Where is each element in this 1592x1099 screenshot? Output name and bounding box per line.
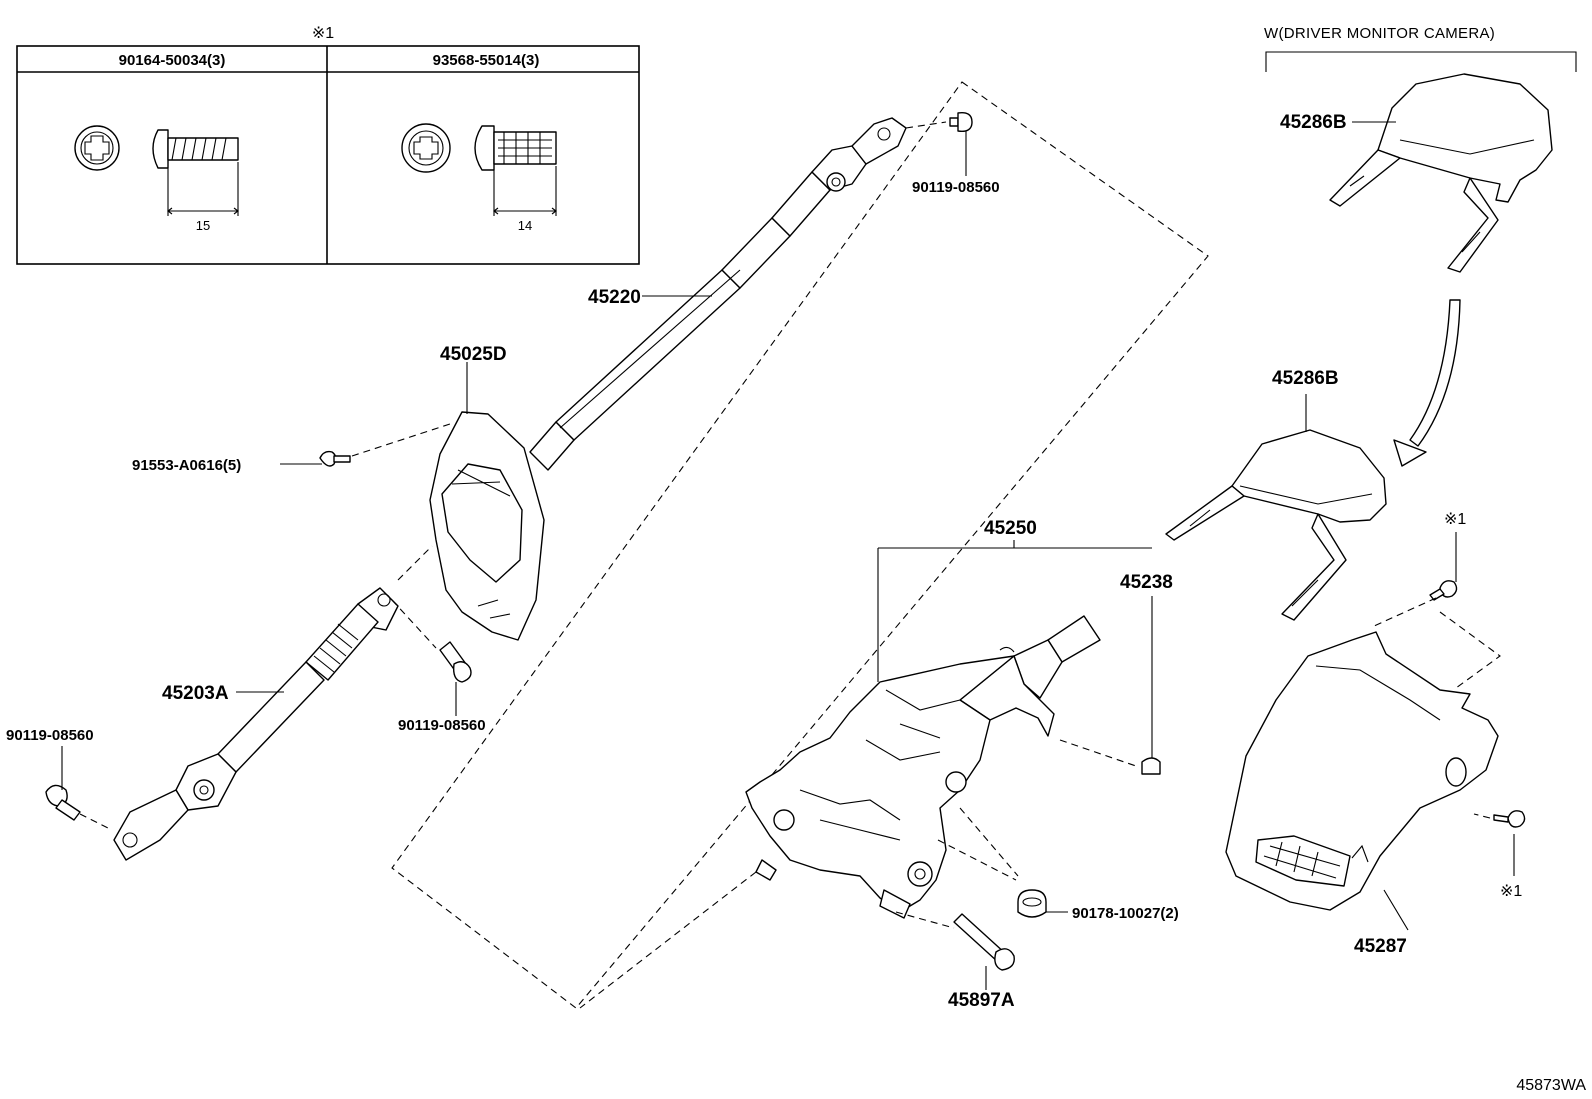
label-90119-08560-top: 90119-08560: [912, 179, 1000, 196]
diagram-code: 45873WA: [1516, 1077, 1586, 1094]
leader-dashed-left-bolt: [79, 813, 113, 831]
note-symbol-upper: ※1: [1444, 511, 1466, 528]
label-45025D: 45025D: [440, 344, 507, 365]
label-45287: 45287: [1354, 936, 1407, 957]
bolt-left: [45, 784, 81, 821]
intermediate-shaft-upper: [529, 117, 907, 471]
leader-dashed-top-bolt: [905, 121, 947, 129]
label-45286B-mid: 45286B: [1272, 368, 1339, 389]
fastener-table: ※1 90164-50034(3) 93568-55014(3) 15: [16, 25, 640, 265]
assembly-boundary-dashed: [391, 81, 1209, 1009]
label-90119-08560-left: 90119-08560: [6, 727, 94, 744]
clip-45238: [1141, 757, 1161, 775]
upper-cover-with-camera: [1329, 73, 1553, 273]
screw-length-1: 15: [196, 218, 210, 233]
screw-length-2: 14: [518, 218, 532, 233]
bracket-45250: [877, 540, 1152, 682]
leader-45287: [1383, 889, 1409, 931]
label-45250: 45250: [984, 518, 1037, 539]
label-45203A: 45203A: [162, 683, 229, 704]
bolt-45897A: [953, 913, 1015, 971]
label-45286B-top: 45286B: [1280, 112, 1347, 133]
note-symbol-lower: ※1: [1500, 883, 1522, 900]
screw-cover-lower: [1493, 810, 1526, 828]
leader-dashed-45897A: [895, 911, 955, 929]
label-90178-10027: 90178-10027(2): [1072, 905, 1179, 922]
condition-label: W(DRIVER MONITOR CAMERA): [1264, 25, 1495, 42]
steering-column-assembly: [745, 615, 1101, 919]
column-hole-cover: [429, 411, 545, 641]
table-part-number-1: 90164-50034(3): [119, 52, 226, 69]
screw-head-front-view-2: [401, 123, 451, 173]
table-part-number-2: 93568-55014(3): [433, 52, 540, 69]
leader-dashed-mid-bolt: [391, 599, 437, 649]
bolt-mid: [439, 641, 472, 683]
label-91553-A0616: 91553-A0616(5): [132, 457, 241, 474]
table-frame: [16, 45, 640, 265]
intermediate-shaft-lower: [113, 587, 399, 861]
label-45220: 45220: [588, 287, 641, 308]
leader-dashed-90178: [937, 807, 1019, 881]
nut-90178: [1017, 889, 1047, 918]
leader-dashed-joint: [397, 545, 433, 581]
bolt-top: [949, 112, 973, 176]
screw-side-view-1: 15: [152, 129, 239, 233]
bolt-91553: [319, 450, 351, 467]
screw-side-view-2: 14: [474, 125, 557, 233]
leader-dashed-cover-screw-upper-2: [1439, 611, 1501, 689]
leader-dashed-cover-screw-lower: [1473, 813, 1491, 819]
leader-dashed-cover-screw-upper: [1373, 597, 1437, 627]
upper-cover-standard: [1165, 429, 1387, 621]
label-90119-08560-mid: 90119-08560: [398, 717, 486, 734]
condition-bracket: [1265, 51, 1577, 72]
label-45897A: 45897A: [948, 990, 1015, 1011]
screw-head-front-view-1: [74, 125, 120, 171]
screw-cover-upper: [1429, 580, 1458, 601]
table-note-symbol: ※1: [312, 25, 334, 42]
leader-dashed-45238: [1059, 739, 1137, 767]
replacement-arrow: [1393, 299, 1461, 467]
leader-dashed-91553: [351, 423, 451, 457]
label-45238: 45238: [1120, 572, 1173, 593]
lower-cover: [1225, 631, 1499, 911]
leader-dashed-column-front: [579, 871, 757, 1009]
